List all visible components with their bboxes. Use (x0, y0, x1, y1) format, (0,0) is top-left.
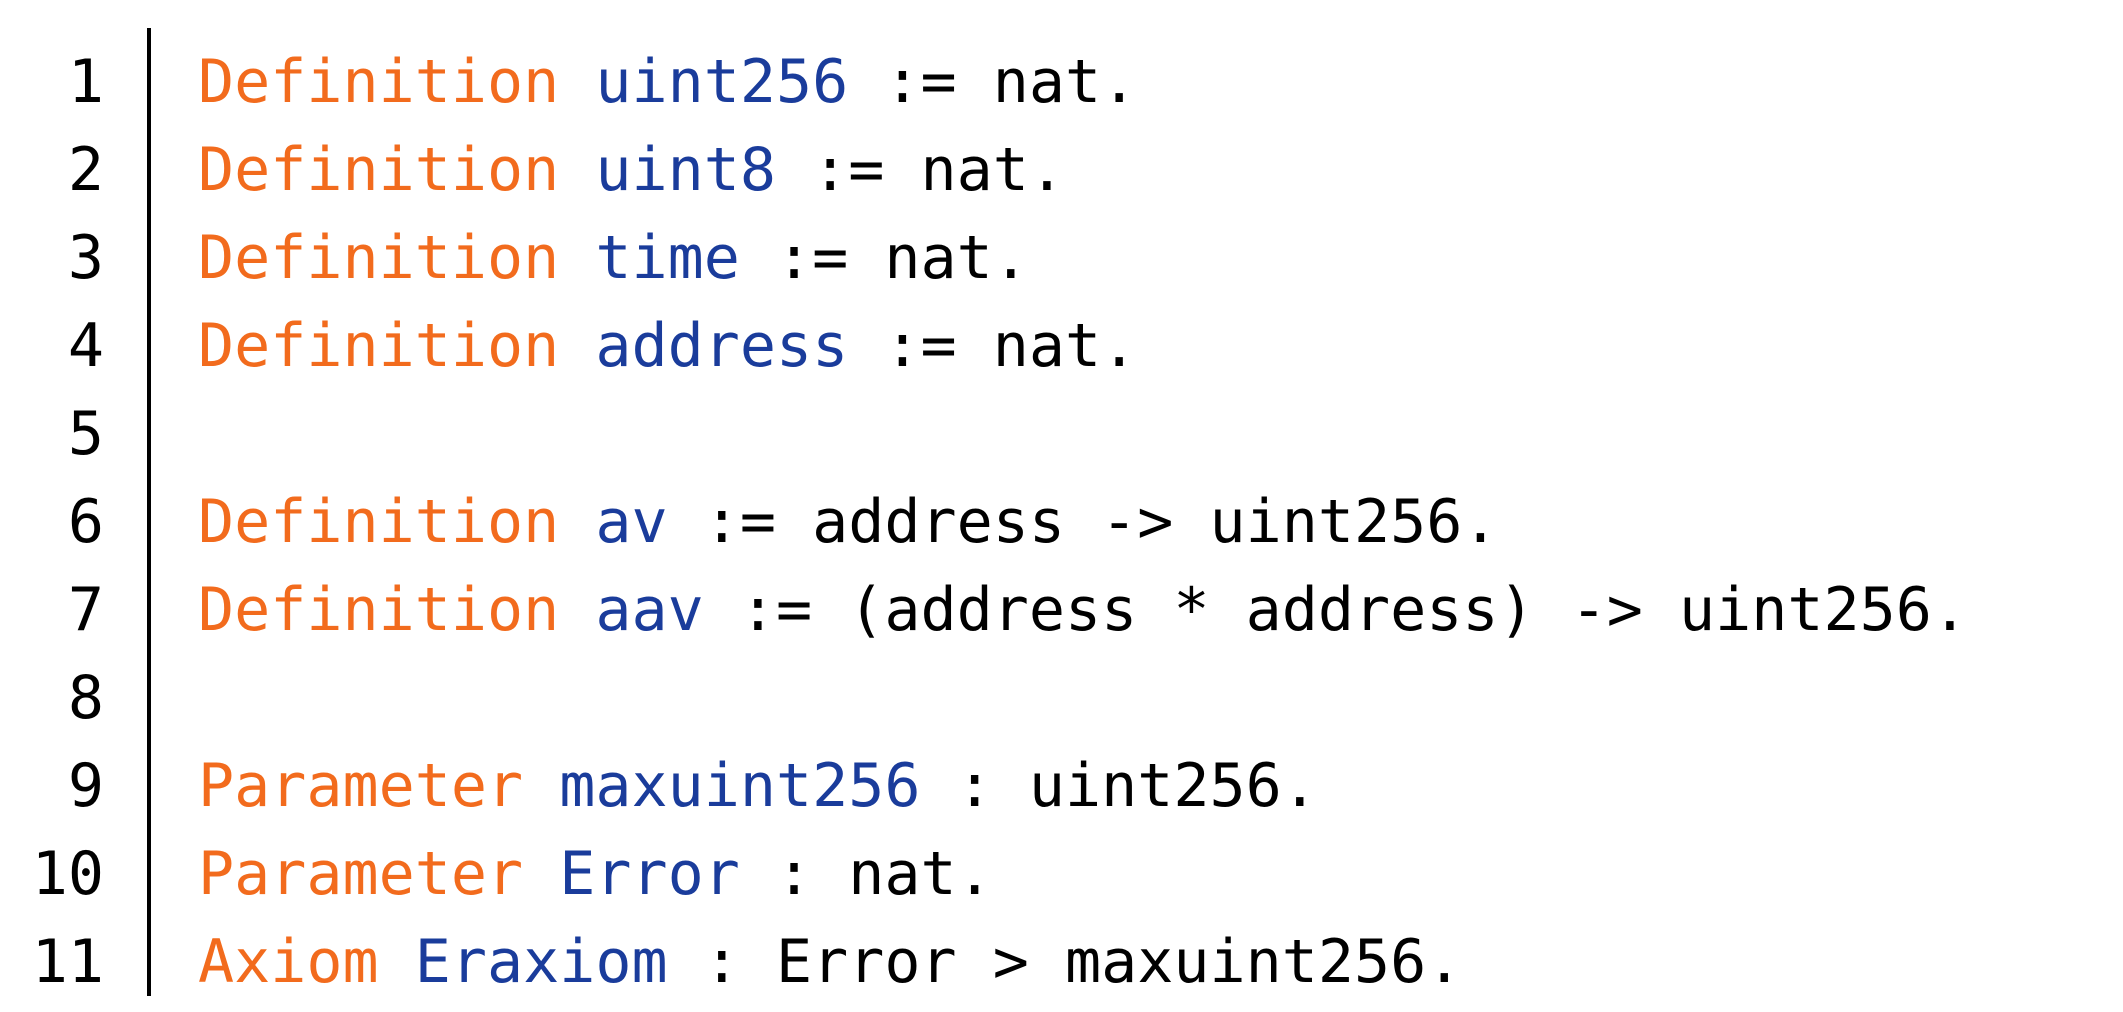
code-line: 1 Definition uint256 := nat. (0, 38, 2123, 126)
code-identifier: uint8 (595, 135, 776, 205)
line-number-divider (147, 28, 151, 996)
code-text: := (address * address) -> uint256. (703, 575, 1969, 645)
code-identifier: av (595, 487, 668, 557)
code-text: := nat. (739, 223, 1029, 293)
code-text: : uint256. (920, 751, 1318, 821)
code-separator (559, 38, 595, 126)
code-text: : nat. (739, 839, 993, 909)
code-keyword: Axiom (198, 927, 379, 997)
code-separator (559, 566, 595, 654)
code-listing: 1 Definition uint256 := nat. 2 Definitio… (0, 38, 2123, 1006)
code-text: : Error > maxuint256. (667, 927, 1463, 997)
code-line: 9 Parameter maxuint256 : uint256. (0, 742, 2123, 830)
line-number: 3 (67, 223, 104, 293)
code-line: 11 Axiom Eraxiom : Error > maxuint256. (0, 918, 2123, 1006)
code-line: 4 Definition address := nat. (0, 302, 2123, 390)
code-keyword: Definition (198, 487, 560, 557)
code-keyword: Definition (198, 311, 560, 381)
code-identifier: aav (595, 575, 704, 645)
code-line: 5 (0, 390, 2123, 478)
code-separator (523, 742, 559, 830)
code-line: 3 Definition time := nat. (0, 214, 2123, 302)
code-identifier: uint256 (595, 47, 849, 117)
code-line: 7 Definition aav := (address * address) … (0, 566, 2123, 654)
line-number: 2 (67, 135, 104, 205)
code-separator (559, 478, 595, 566)
code-separator (379, 918, 415, 1006)
code-identifier: address (595, 311, 849, 381)
code-identifier: Error (559, 839, 740, 909)
code-identifier: maxuint256 (559, 751, 921, 821)
code-keyword: Definition (198, 575, 560, 645)
code-line: 8 (0, 654, 2123, 742)
code-line: 10 Parameter Error : nat. (0, 830, 2123, 918)
line-number: 8 (67, 663, 104, 733)
code-text: := nat. (848, 47, 1138, 117)
line-number: 1 (67, 47, 104, 117)
code-keyword: Definition (198, 47, 560, 117)
line-number: 9 (67, 751, 104, 821)
line-number: 6 (67, 487, 104, 557)
code-line: 6 Definition av := address -> uint256. (0, 478, 2123, 566)
code-keyword: Definition (198, 223, 560, 293)
code-separator (559, 214, 595, 302)
code-keyword: Parameter (198, 839, 524, 909)
code-keyword: Parameter (198, 751, 524, 821)
line-number: 10 (31, 839, 104, 909)
code-text: := nat. (848, 311, 1138, 381)
code-text: := address -> uint256. (667, 487, 1499, 557)
code-line: 2 Definition uint8 := nat. (0, 126, 2123, 214)
line-number: 7 (67, 575, 104, 645)
code-separator (559, 126, 595, 214)
line-number: 5 (67, 399, 104, 469)
code-keyword: Definition (198, 135, 560, 205)
line-number: 4 (67, 311, 104, 381)
line-number: 11 (31, 927, 104, 997)
code-separator (523, 830, 559, 918)
code-separator (559, 302, 595, 390)
code-identifier: Eraxiom (414, 927, 668, 997)
code-identifier: time (595, 223, 740, 293)
code-text: := nat. (775, 135, 1065, 205)
